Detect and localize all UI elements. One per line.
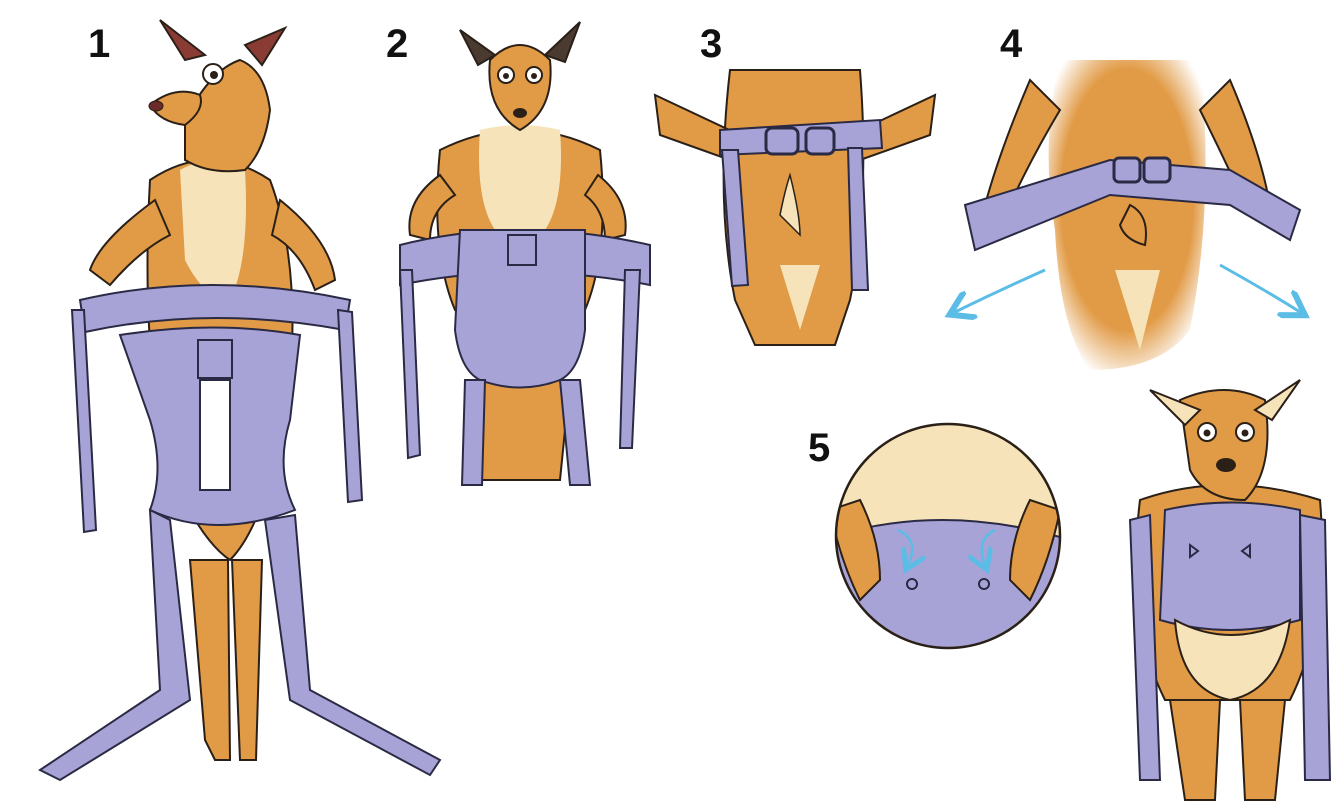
step-1-figure [40,20,440,780]
step-2-figure [400,22,650,485]
step-3-figure [655,70,935,345]
buckle-icon [766,128,798,154]
arrow-icon [955,270,1045,312]
step-5-detail [820,424,1070,660]
arrow-icon [1220,265,1300,312]
step-4-figure [955,60,1300,370]
step-5-figure [1130,380,1330,800]
